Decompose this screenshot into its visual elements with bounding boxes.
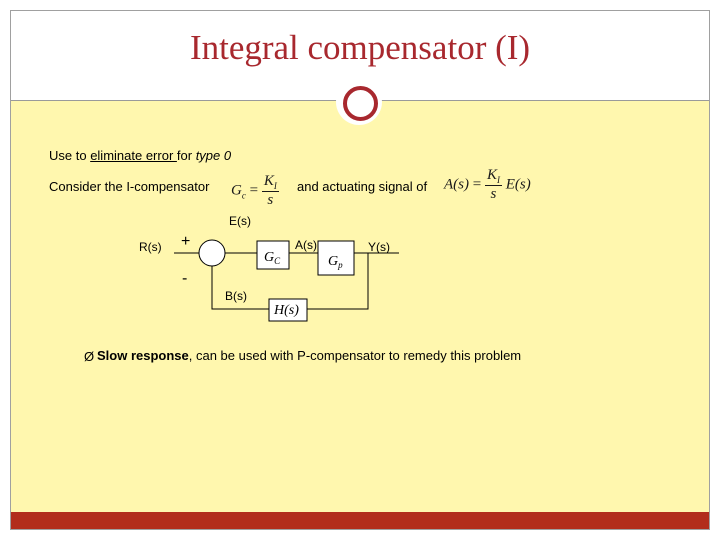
as-numerator: KI [484,167,502,186]
bottom-bar [11,512,709,529]
purpose-italic: type 0 [195,148,232,163]
error-label: E(s) [229,214,251,228]
as-num-k: K [486,167,497,183]
gc-numerator: KI [261,173,279,192]
block-gp-box [317,240,355,276]
gc-num-sub: I [273,181,277,191]
block-diagram: GC Gp H(s) [174,239,399,322]
gc-fraction: KI s [261,173,279,209]
gc-equals: = [249,182,259,199]
input-label: R(s) [139,240,162,254]
bullet-bold: Slow response [97,348,189,363]
and-text: and actuating signal of [297,179,428,194]
as-equals: = [472,176,482,193]
bullet-text: Slow response, can be used with P-compen… [97,348,521,363]
block-h-box [268,298,308,322]
block-gc-label: GC [264,250,281,266]
as-denominator: s [490,186,497,202]
gc-num-k: K [263,173,274,189]
gc-denominator: s [267,192,274,208]
block-gc-box [256,240,290,270]
gc-lhs: G [231,182,242,199]
feedback-line-left [211,266,269,310]
bullet-arrow-icon: Ø [84,349,95,364]
slide: Integral compensator (I) Use to eliminat… [10,10,710,530]
gc-lhs-sub: c [241,190,246,201]
purpose-underlined: eliminate error [90,148,177,163]
summing-junction [198,239,226,267]
output-label: Y(s) [368,240,390,254]
circle-ornament-icon [343,86,378,121]
purpose-prefix: Use to [49,148,91,163]
as-rhs: E(s) [505,176,531,193]
as-lhs: A(s) [444,176,469,193]
feedback-line-right [307,253,369,310]
purpose-line: Use to eliminate error for type 0 [49,148,231,163]
bullet-rest: , can be used with P-compensator to reme… [188,348,522,363]
actuating-label: A(s) [295,238,317,252]
consider-text: Consider the I-compensator [49,179,210,194]
gc-equation: Gc = KI s [231,173,279,209]
block-gp-label: Gp [328,254,343,270]
as-fraction: KI s [484,167,502,203]
feedback-label: B(s) [225,289,247,303]
slide-title: Integral compensator (I) [189,28,531,67]
block-h-label: H(s) [273,303,299,318]
as-num-sub: I [496,175,500,185]
minus-sign: - [182,270,188,287]
plus-sign: + [181,233,191,250]
as-equation: A(s) = KI s E(s) [444,167,531,203]
purpose-middle: for [176,148,196,163]
